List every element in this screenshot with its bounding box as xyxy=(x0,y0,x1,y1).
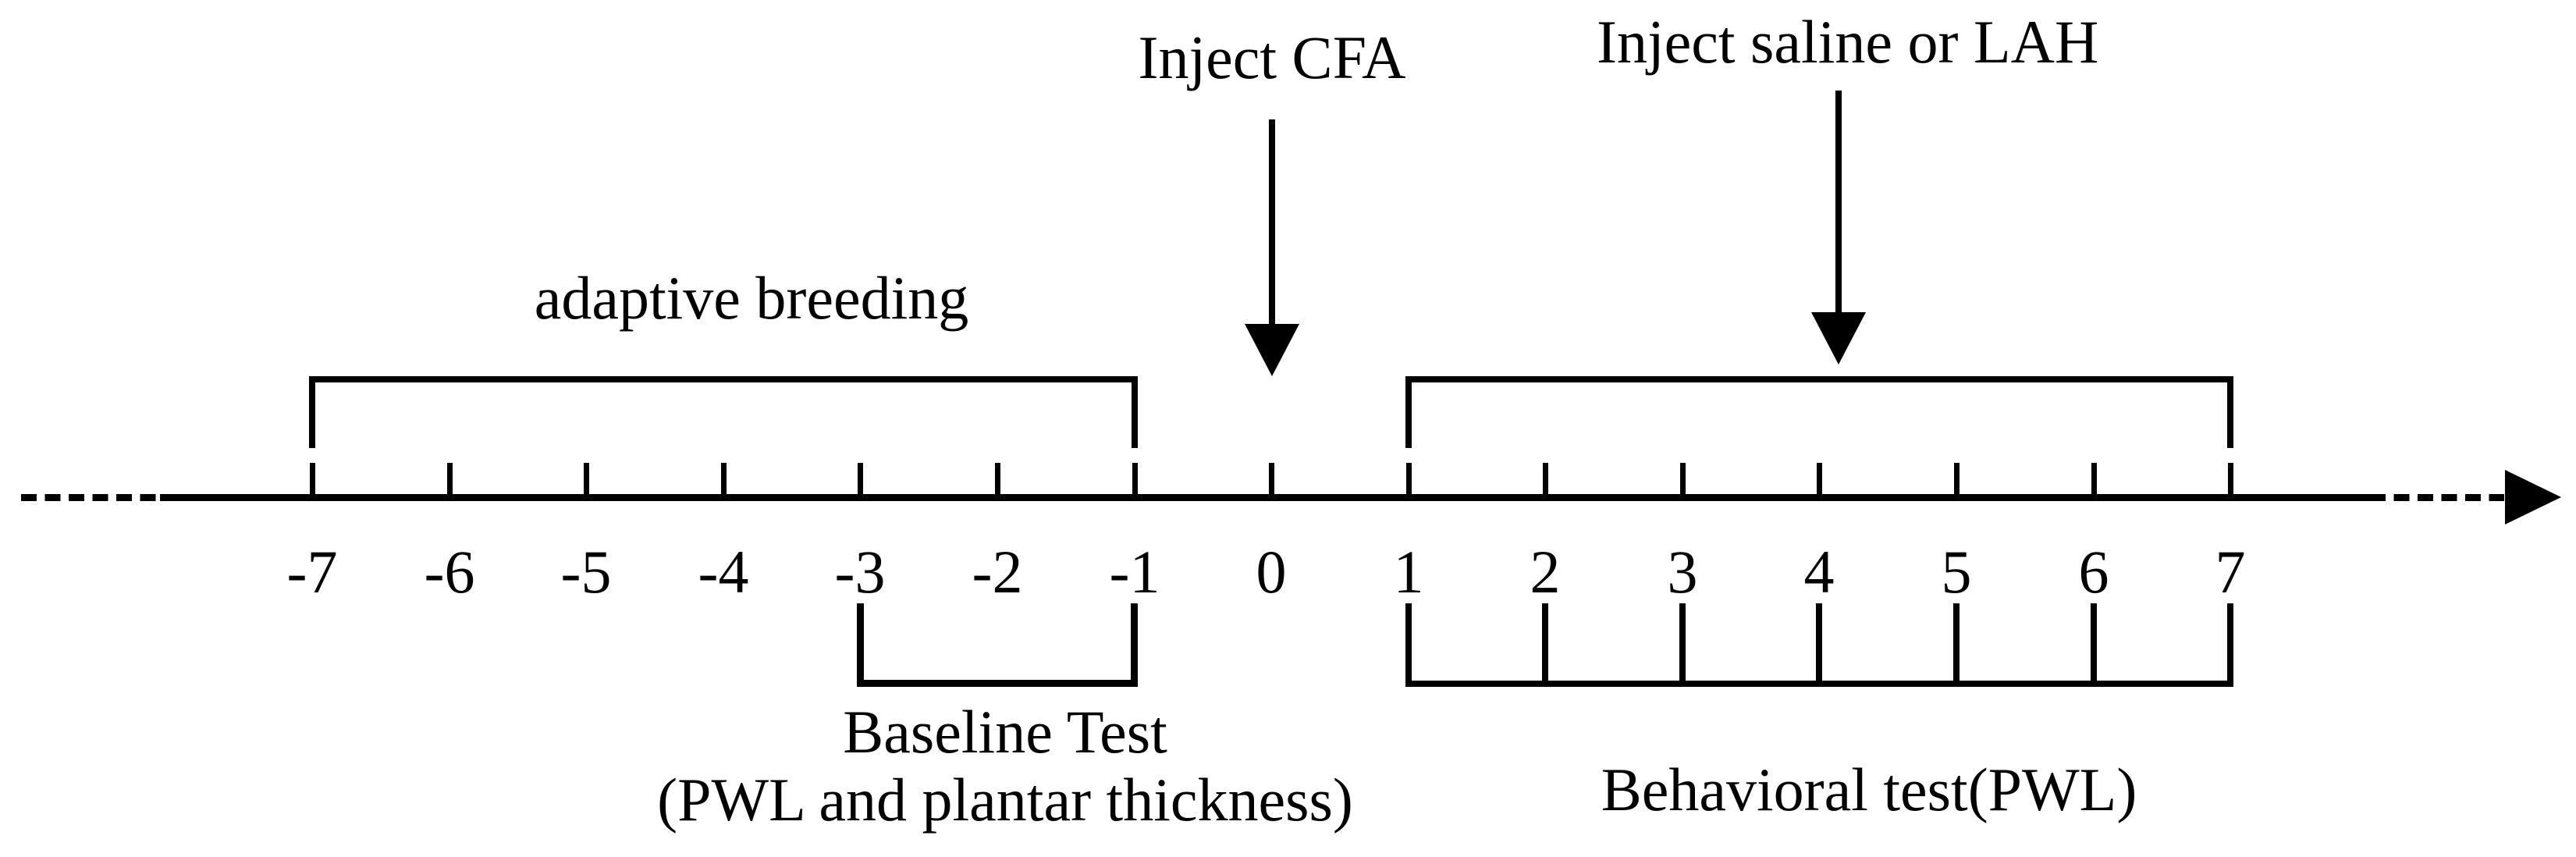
tick-label: 2 xyxy=(1530,538,1561,606)
tick-mark xyxy=(1132,463,1138,497)
behavioral-bracket-tooth xyxy=(1679,603,1686,687)
tick-label: 0 xyxy=(1256,538,1287,606)
tick-label: -7 xyxy=(286,538,338,606)
tick-mark xyxy=(2228,463,2233,497)
tick-mark xyxy=(310,463,315,497)
tick-mark xyxy=(1954,463,1960,497)
inject-saline-arrowhead-icon xyxy=(1811,312,1866,364)
baseline-test-label-line2: (PWL and plantar thickness) xyxy=(657,766,1353,834)
tick-mark xyxy=(1817,463,1822,497)
tick-mark xyxy=(1680,463,1686,497)
tick-label: 7 xyxy=(2215,538,2246,606)
axis-dashed-left xyxy=(21,494,157,501)
tick-mark xyxy=(995,463,1000,497)
tick-label: -1 xyxy=(1109,538,1160,606)
adaptive-breeding-label: adaptive breeding xyxy=(534,264,969,332)
inject-cfa-arrow-stem xyxy=(1269,119,1275,326)
tick-label: -2 xyxy=(972,538,1023,606)
behavioral-bracket-base xyxy=(1405,681,2233,687)
post-injection-bracket xyxy=(1405,376,2233,448)
tick-mark xyxy=(721,463,727,497)
tick-label: 3 xyxy=(1667,538,1698,606)
behavioral-bracket-tooth xyxy=(1816,603,1822,687)
tick-label: 1 xyxy=(1393,538,1424,606)
tick-mark xyxy=(858,463,863,497)
tick-mark xyxy=(584,463,589,497)
axis-dashed-right xyxy=(2370,494,2504,501)
baseline-test-label: Baseline Test (PWL and plantar thickness… xyxy=(654,698,1356,834)
tick-label: 4 xyxy=(1803,538,1835,606)
tick-mark xyxy=(1269,463,1274,497)
behavioral-bracket-tooth xyxy=(2091,603,2097,687)
tick-mark xyxy=(1543,463,1548,497)
axis-arrowhead-icon xyxy=(2505,470,2561,525)
tick-label: 5 xyxy=(1941,538,1972,606)
tick-label: -4 xyxy=(698,538,749,606)
tick-mark xyxy=(1406,463,1412,497)
baseline-test-bracket xyxy=(857,603,1138,687)
behavioral-bracket-tooth xyxy=(1953,603,1960,687)
adaptive-breeding-bracket xyxy=(309,376,1138,448)
baseline-test-label-line1: Baseline Test xyxy=(843,698,1167,766)
behavioral-test-label: Behavioral test(PWL) xyxy=(1601,756,2137,823)
tick-label: 6 xyxy=(2078,538,2109,606)
inject-cfa-label: Inject CFA xyxy=(1138,23,1406,91)
tick-label: -5 xyxy=(560,538,612,606)
behavioral-bracket-tooth xyxy=(1405,603,1412,687)
inject-saline-label: Inject saline or LAH xyxy=(1597,8,2099,76)
tick-mark xyxy=(2091,463,2097,497)
behavioral-bracket-tooth xyxy=(2227,603,2233,687)
tick-mark xyxy=(447,463,453,497)
tick-label: -3 xyxy=(834,538,886,606)
tick-label: -6 xyxy=(424,538,475,606)
inject-cfa-arrowhead-icon xyxy=(1245,324,1299,376)
inject-saline-arrow-stem xyxy=(1835,91,1842,315)
behavioral-bracket-tooth xyxy=(1542,603,1548,687)
axis-line xyxy=(160,494,2370,501)
